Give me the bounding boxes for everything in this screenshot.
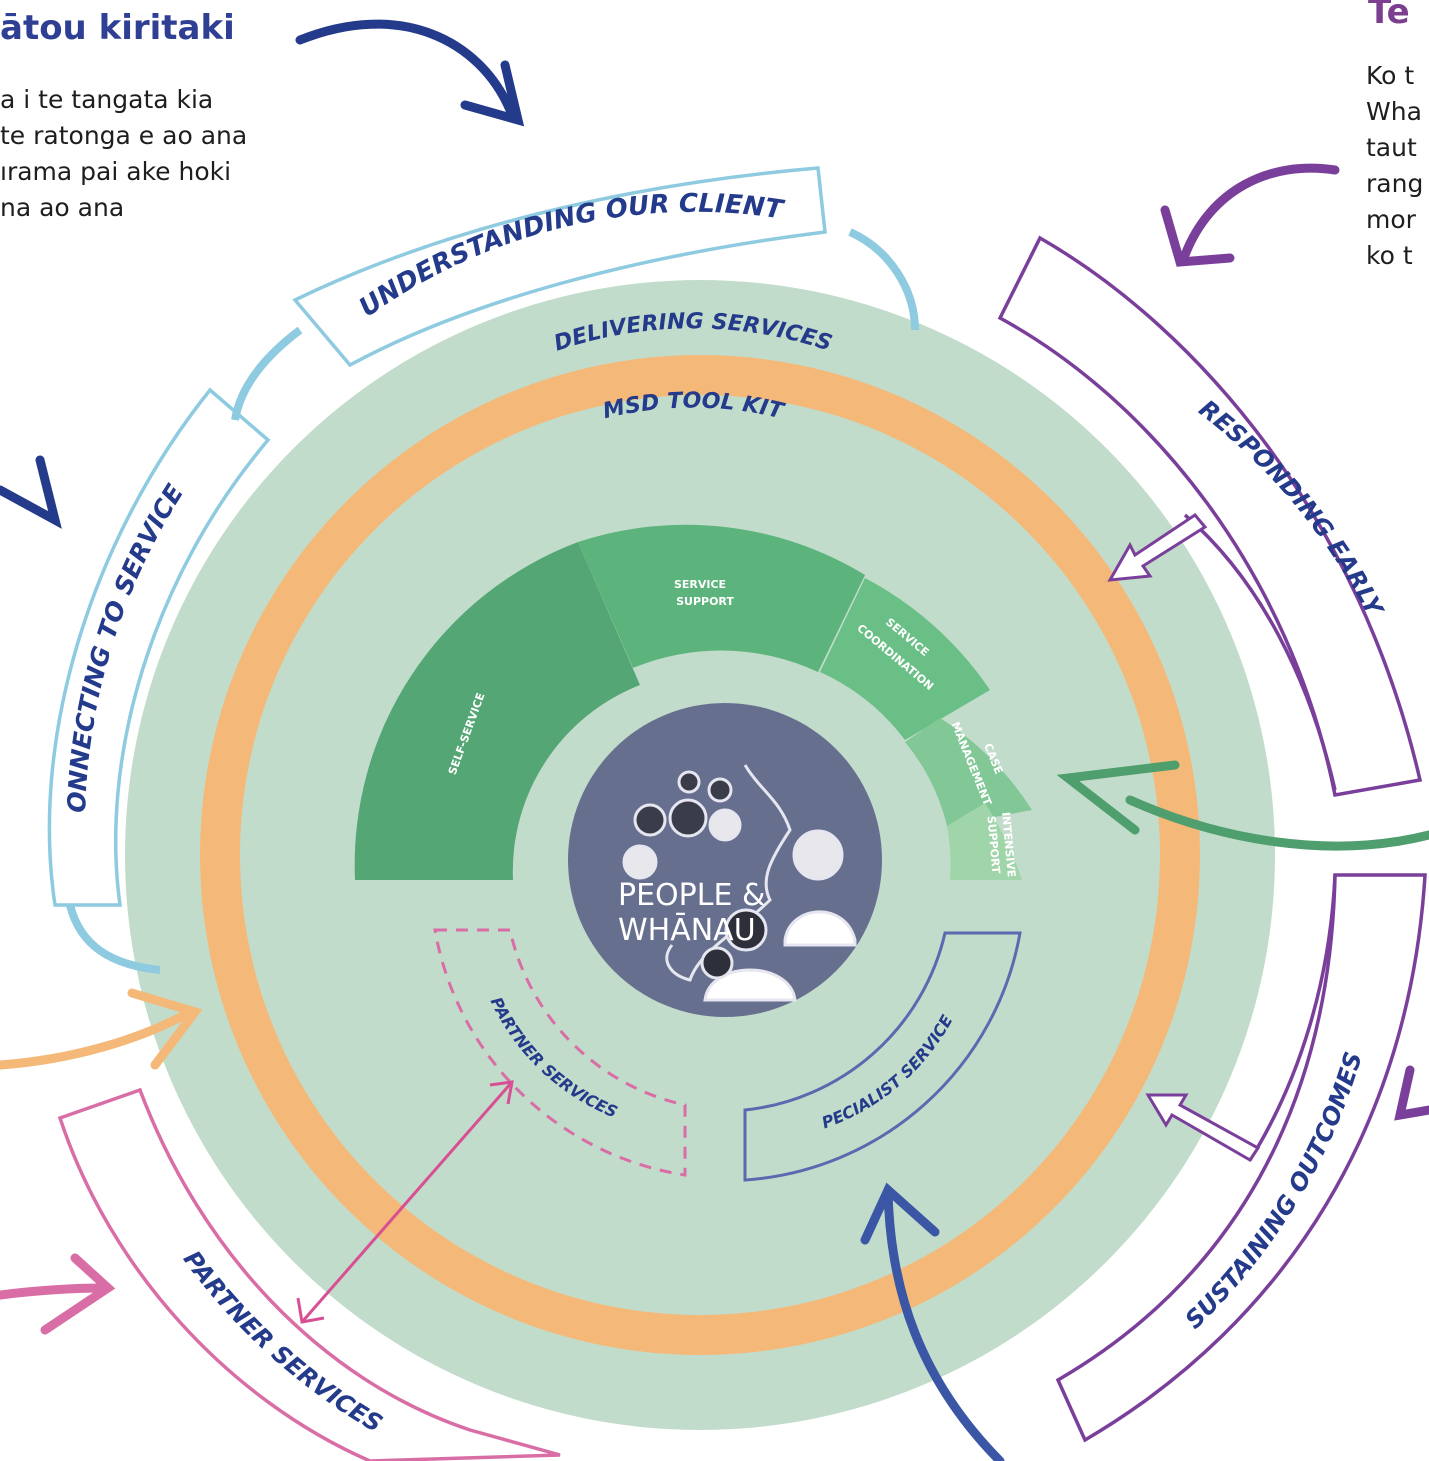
pink-double-arrow: [300, 1081, 514, 1323]
navy-arrow-top-head: [460, 60, 525, 127]
sustaining-inner-band: [1248, 874, 1337, 1161]
navy-arrow-top: [295, 19, 515, 115]
segment-self-service: [354, 542, 640, 880]
pink-double-arrow-head-bottom: [296, 1297, 325, 1324]
right-line: mor: [1366, 205, 1416, 234]
intensive-support-label-line2: SUPPORT: [984, 815, 1002, 874]
pink-double-arrow-head-top: [489, 1080, 514, 1105]
blue-cycle-arrow-top: [848, 228, 919, 331]
navy-arrow-bottom: [883, 1185, 1005, 1461]
connecting-band: [47, 387, 271, 907]
orange-arrow-head: [127, 988, 203, 1070]
sustaining-band: [1055, 873, 1427, 1443]
orange-arrow: [0, 1007, 195, 1070]
segment-service-support: [578, 524, 865, 672]
pink-arrow: [0, 1283, 110, 1300]
service-support-label-line2: SUPPORT: [676, 595, 734, 608]
partner-outer-band: [57, 1087, 561, 1461]
navy-arrow-bottom-head: [860, 1182, 940, 1245]
right-line: Wha: [1366, 97, 1422, 126]
understanding-band: [292, 166, 827, 368]
purple-arrow-right-head: [1394, 1065, 1429, 1121]
pink-arrow-head: [40, 1253, 116, 1335]
green-arrow-head: [1056, 760, 1180, 835]
understanding-label: UNDERSTANDING OUR CLIENTS: [0, 0, 787, 323]
right-line: Ko t: [1366, 61, 1415, 90]
center-label-line2: WHĀNAU: [618, 912, 756, 948]
people-illustration: [622, 764, 857, 1002]
segment-case-management: [905, 718, 1032, 826]
right-line: ko t: [1366, 241, 1413, 270]
blue-cycle-arrow-bottom: [66, 903, 161, 974]
left-paragraph: a i te tangata kia te ratonga e ao ana ı…: [0, 82, 247, 226]
purple-arrow-top-head: [1160, 205, 1235, 267]
left-line: te ratonga e ao ana: [0, 121, 248, 150]
service-support-label-line1: SERVICE: [674, 578, 726, 591]
segment-service-coordination: [820, 578, 990, 740]
green-arrow: [1125, 795, 1429, 851]
purple-hollow-arrow-sustaining: [1145, 1093, 1261, 1163]
purple-hollow-arrow-responding: [1107, 513, 1208, 582]
right-heading: Te: [1368, 0, 1410, 32]
center-label-line1: PEOPLE &: [618, 878, 765, 913]
inner-specialist-services-shape: [743, 931, 1022, 1182]
navy-arrow-left-head: [0, 455, 62, 529]
right-paragraph: Ko t Wha taut rang mor ko t: [1366, 56, 1423, 272]
intensive-support-label-line1: INTENSIVE: [999, 811, 1018, 877]
left-line: ırama pai ake hoki: [0, 157, 232, 186]
left-heading: ātou kiritaki: [0, 8, 235, 48]
left-line: a i te tangata kia: [0, 85, 214, 114]
right-line: taut: [1366, 133, 1417, 162]
segment-intensive-support: [947, 803, 1022, 880]
responding-band: [997, 235, 1423, 798]
understanding-text: UNDERSTANDING OUR CLIENTS: [0, 0, 787, 323]
purple-arrow-top: [1180, 163, 1340, 260]
responding-inner-band: [1183, 513, 1337, 791]
right-line: rang: [1366, 169, 1424, 198]
left-line: na ao ana: [0, 193, 125, 222]
blue-cycle-arrow-left: [231, 326, 303, 421]
